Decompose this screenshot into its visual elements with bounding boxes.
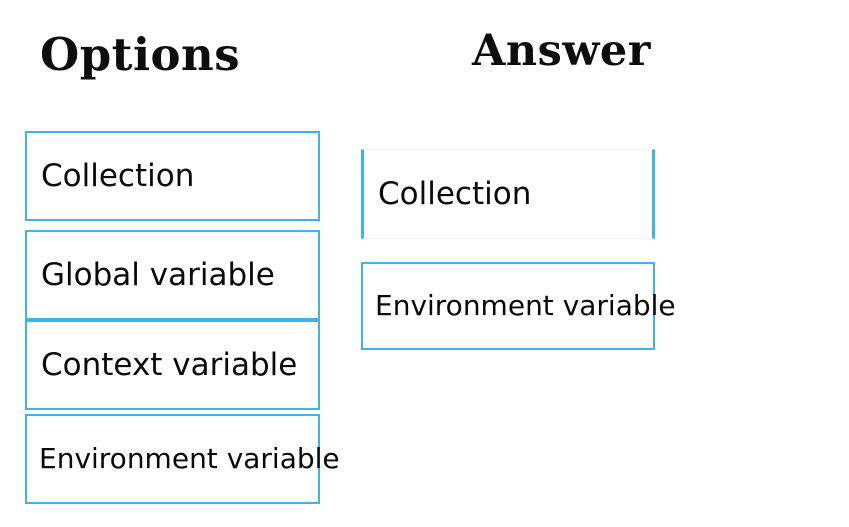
option-card-label: Global variable xyxy=(41,257,275,293)
options-heading: Options xyxy=(40,28,241,81)
answer-heading: Answer xyxy=(472,26,651,76)
answer-slot-environment-variable[interactable]: Environment variable xyxy=(361,262,676,350)
option-card-label: Environment variable xyxy=(39,442,340,475)
option-card-label: Collection xyxy=(41,158,195,194)
option-card-label: Context variable xyxy=(41,347,298,383)
option-card-context-variable[interactable]: Context variable xyxy=(25,320,320,410)
answer-slot-label: Collection xyxy=(378,176,532,212)
option-card-environment-variable[interactable]: Environment variable xyxy=(25,414,340,504)
option-card-collection[interactable]: Collection xyxy=(25,131,320,221)
answer-slot-label: Environment variable xyxy=(375,289,676,322)
answer-slot-collection[interactable]: Collection xyxy=(361,149,655,239)
option-card-global-variable[interactable]: Global variable xyxy=(25,230,320,320)
